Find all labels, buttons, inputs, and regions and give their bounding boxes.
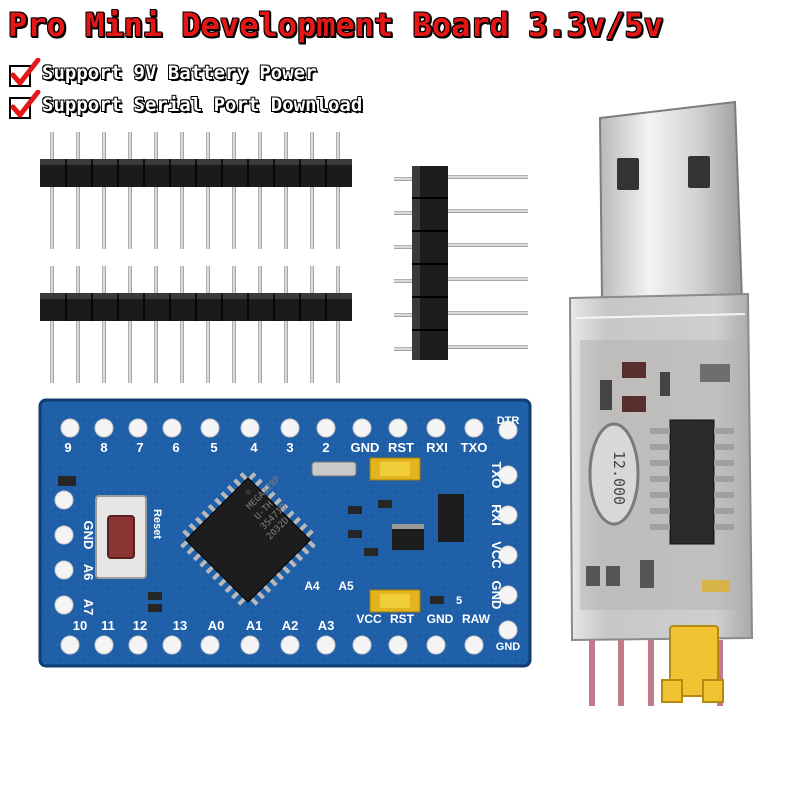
- pin-label: RST: [390, 612, 415, 626]
- pin-label: TXO: [461, 440, 488, 455]
- usb-serial-adapter: 12.000: [568, 100, 754, 706]
- pin-label: 2: [322, 440, 329, 455]
- pin-label: RAW: [462, 612, 491, 626]
- product-title: Pro Mini Development Board 3.3v/5v: [8, 6, 664, 44]
- pin-label: 5: [210, 440, 217, 455]
- pin-label: A6: [81, 564, 96, 581]
- pin-header-12-top: [40, 132, 352, 249]
- pin-label: 4: [250, 440, 258, 455]
- pin-label: GND: [489, 581, 504, 610]
- a5-label: A5: [338, 579, 354, 593]
- pin-label: 9: [64, 440, 71, 455]
- pin-label: 13: [173, 618, 187, 633]
- feature-serial-download: Support Serial Port Download: [8, 88, 362, 122]
- pin-label: 11: [101, 618, 115, 633]
- crystal-label: 12.000: [610, 451, 628, 505]
- pin-label: RXI: [426, 440, 448, 455]
- pin-label: A1: [246, 618, 263, 633]
- pin-label: 3: [286, 440, 293, 455]
- cap-ref-label: 5: [456, 595, 462, 607]
- pin-label: 8: [100, 440, 107, 455]
- pin-label: A3: [318, 618, 335, 633]
- pin-label: A7: [81, 599, 96, 616]
- pin-label: 6: [172, 440, 179, 455]
- checkmark-icon: [8, 57, 42, 88]
- pin-label: VCC: [356, 612, 382, 626]
- feature-text: Support 9V Battery Power: [42, 62, 317, 84]
- checkmark-icon: [8, 89, 42, 120]
- pin-label: A0: [208, 618, 225, 633]
- pro-mini-board: 9 8 7 6 5 4 3 2 GND RST RXI TXO DTR 10 1…: [38, 398, 532, 668]
- right-angle-pin-header: [394, 166, 528, 360]
- pin-label: GND: [427, 612, 454, 626]
- atmega328p-chip: [180, 472, 316, 606]
- pin-label: A2: [282, 618, 299, 633]
- dtr-label: DTR: [497, 415, 520, 427]
- pin-label: 7: [136, 440, 143, 455]
- pin-label: TXO: [489, 462, 504, 489]
- pin-label: RST: [388, 440, 414, 455]
- pin-label: GND: [81, 521, 96, 550]
- gnd-label: GND: [496, 641, 521, 653]
- pin-header-12-bottom: [40, 266, 352, 383]
- pin-label: RXI: [489, 504, 504, 526]
- feature-9v-battery: Support 9V Battery Power: [8, 56, 317, 90]
- pin-label: VCC: [489, 541, 504, 569]
- pin-label: GND: [351, 440, 380, 455]
- pin-label: 12: [133, 618, 147, 633]
- reset-button: [95, 495, 147, 579]
- a4-label: A4: [304, 579, 320, 593]
- reset-label: Reset: [151, 509, 163, 539]
- feature-text: Support Serial Port Download: [42, 94, 363, 116]
- pin-label: 10: [73, 618, 87, 633]
